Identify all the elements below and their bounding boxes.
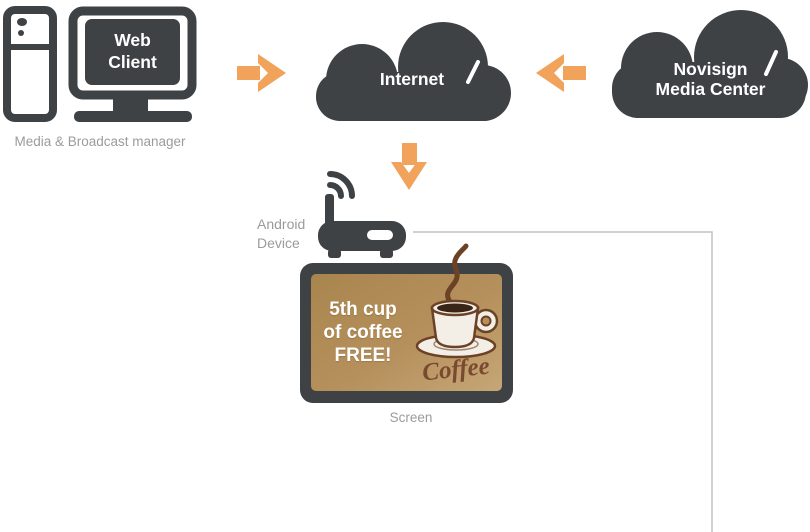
media-center-cloud-icon — [612, 10, 808, 118]
network-boundary-line — [413, 231, 713, 532]
router-foot — [380, 249, 393, 258]
desktop-computer-icon — [3, 6, 197, 122]
arrow-right-icon — [237, 54, 286, 92]
android-router-icon — [318, 171, 406, 258]
manager-caption: Media & Broadcast manager — [14, 134, 186, 149]
steam-icon — [445, 243, 469, 306]
router-body — [318, 221, 406, 251]
arrow-down-icon — [391, 143, 427, 190]
router-foot — [328, 249, 341, 258]
router-antenna — [325, 194, 334, 228]
screen-ad-text: 5th cup of coffee FREE! — [323, 299, 403, 367]
media-center-cloud-label: Novisign Media Center — [655, 59, 766, 100]
arrow-left-icon — [536, 54, 586, 92]
internet-cloud-label: Internet — [379, 69, 445, 89]
wifi-signal-icon — [327, 171, 355, 199]
monitor-icon — [68, 6, 197, 122]
tower-icon — [3, 6, 57, 122]
router-indicator — [367, 230, 393, 240]
android-device-label: Android Device — [257, 216, 306, 251]
screen-caption: Screen — [389, 410, 433, 425]
coffee-cup-icon — [415, 243, 499, 359]
internet-cloud-icon — [316, 22, 511, 121]
web-client-label: Web Client — [108, 30, 157, 72]
